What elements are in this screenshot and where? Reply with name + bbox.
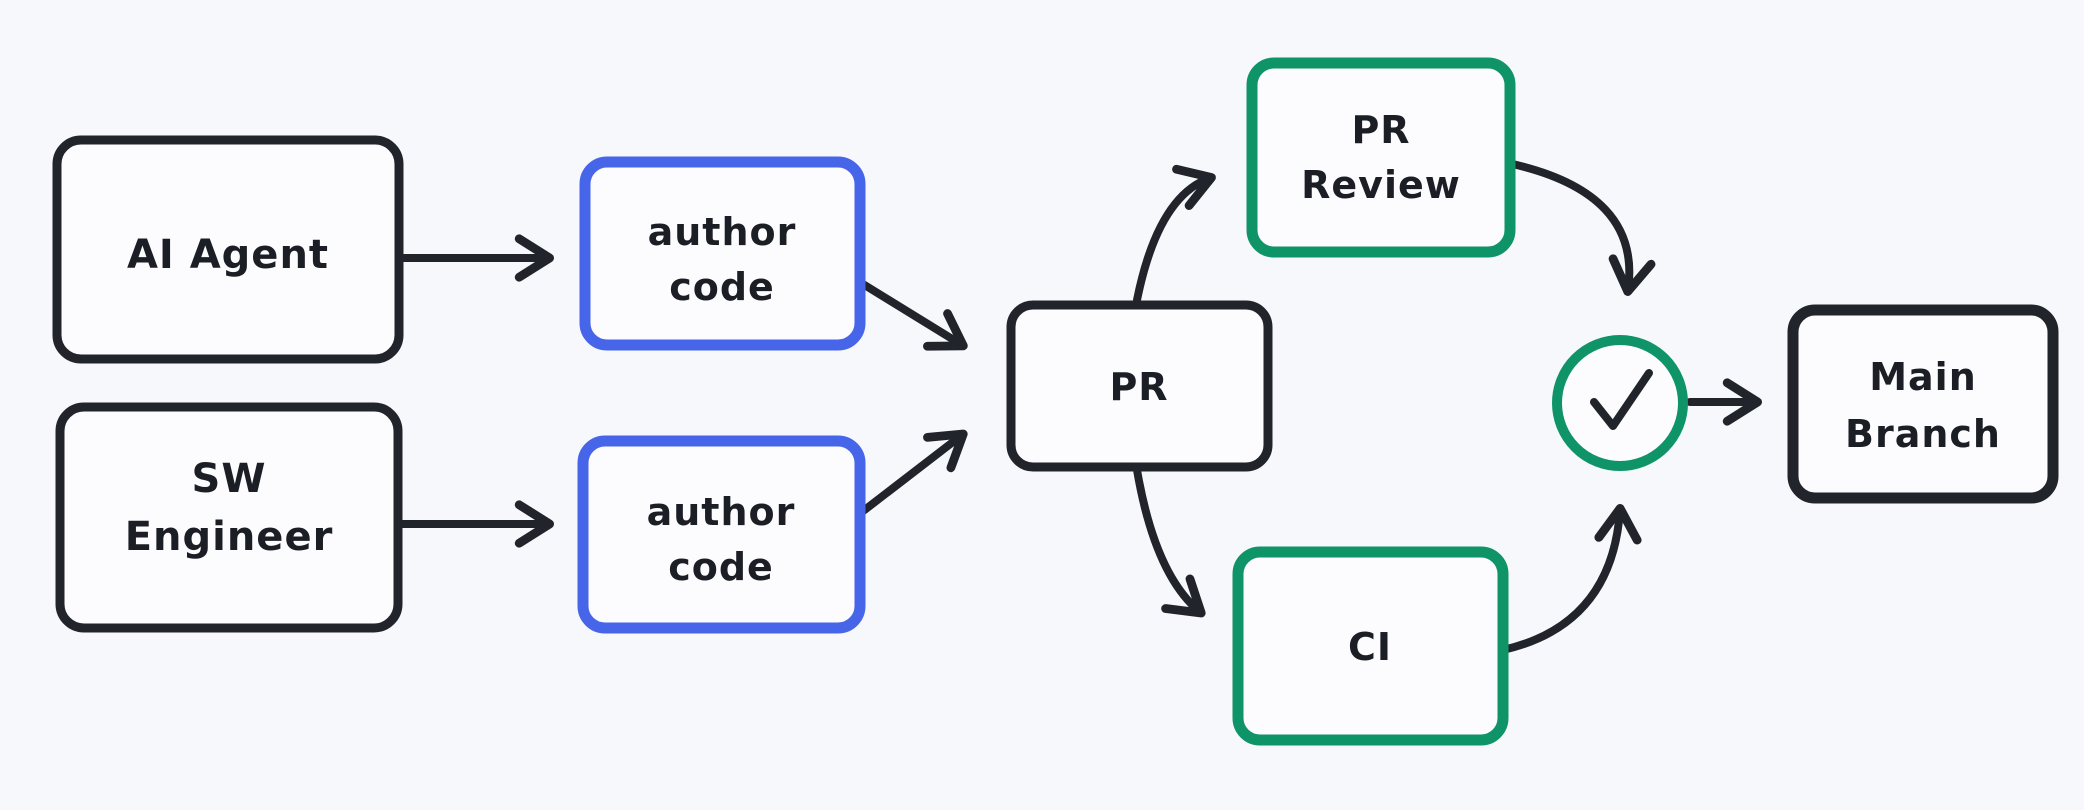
edge-pr-review-to-check xyxy=(1504,159,1656,296)
ai-agent-label: AI Agent xyxy=(127,232,329,278)
sw-engineer-box xyxy=(55,402,403,633)
main-branch-label-line2: Branch xyxy=(1845,412,2001,456)
author-code-bottom-label-line2: code xyxy=(668,545,774,589)
sw-engineer-label-line2: Engineer xyxy=(125,514,334,560)
author-code-bottom-label-line1: author xyxy=(647,490,796,534)
pr-review-label-line1: PR xyxy=(1351,108,1410,152)
main-branch-box xyxy=(1787,304,2059,504)
ci-box xyxy=(1232,546,1509,746)
author-code-top-label-line1: author xyxy=(648,210,797,254)
node-check xyxy=(1552,335,1688,471)
pr-review-label-line2: Review xyxy=(1301,163,1461,207)
pr-label: PR xyxy=(1109,365,1168,409)
node-pr: PR xyxy=(1006,300,1273,472)
node-main-branch: Main Branch xyxy=(1787,304,2059,504)
edge-author-code-bottom-to-pr xyxy=(854,429,968,519)
node-author-code-bottom: author code xyxy=(577,435,866,634)
author-code-top-label-line2: code xyxy=(669,265,775,309)
node-ci: CI xyxy=(1232,546,1509,746)
check-circle xyxy=(1552,335,1688,471)
pr-box xyxy=(1006,300,1273,472)
edge-pr-to-ci xyxy=(1133,466,1206,618)
node-author-code-top: author code xyxy=(579,156,866,351)
check-icon xyxy=(1590,369,1653,430)
main-branch-label-line1: Main xyxy=(1869,355,1977,399)
edge-ci-to-check xyxy=(1499,504,1642,654)
node-pr-review: PR Review xyxy=(1246,57,1516,258)
ai-agent-box xyxy=(52,135,404,364)
pr-review-box xyxy=(1246,57,1516,258)
node-sw-engineer: SW Engineer xyxy=(55,402,403,633)
author-code-bottom-box xyxy=(577,435,866,634)
ci-label: CI xyxy=(1348,625,1392,669)
author-code-top-box xyxy=(579,156,866,351)
sw-engineer-label-line1: SW xyxy=(192,456,267,502)
node-ai-agent: AI Agent xyxy=(52,135,404,364)
edge-author-code-top-to-pr xyxy=(854,277,968,351)
edge-pr-to-pr-review xyxy=(1133,164,1216,304)
